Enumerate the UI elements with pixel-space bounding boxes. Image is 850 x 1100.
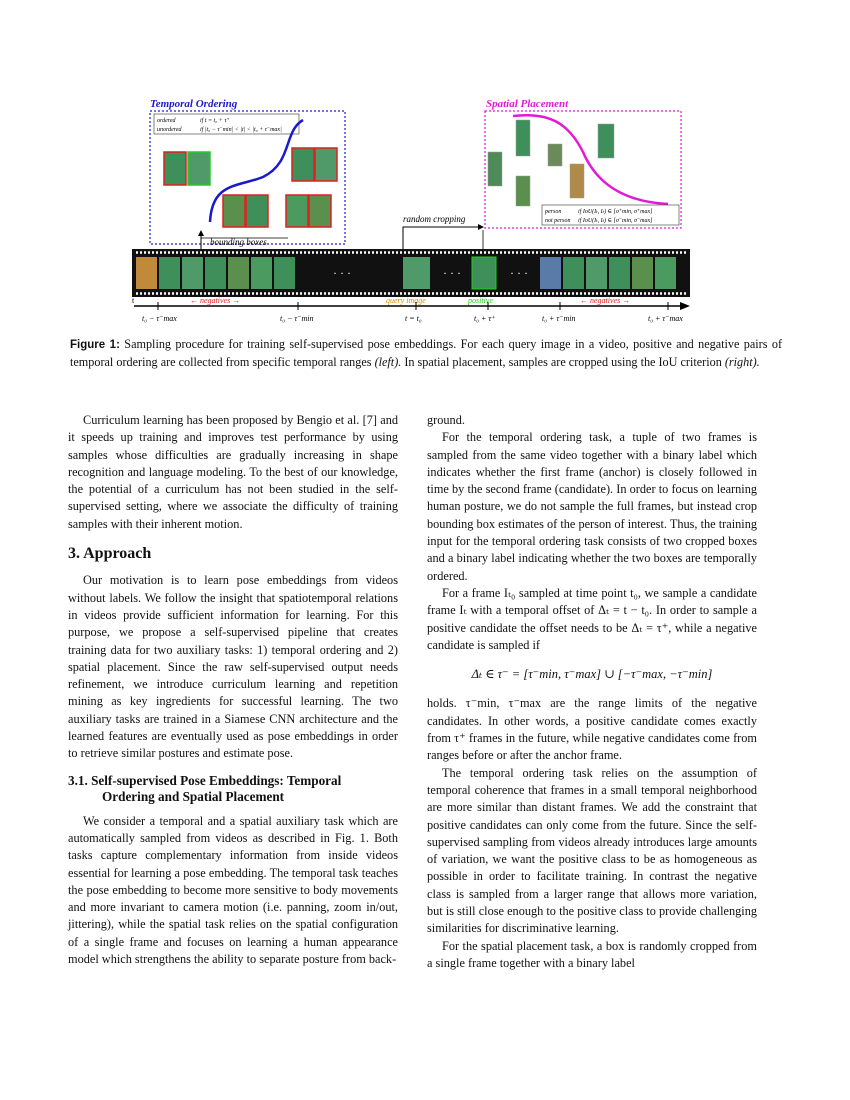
paragraph-range-limits: holds. τ⁻min, τ⁻max are the range limits… <box>427 696 757 763</box>
paragraph-motivation: Our motivation is to learn pose embeddin… <box>68 573 398 761</box>
spatial-title: Spatial Placement <box>486 98 569 110</box>
ordered-label: ordered <box>157 118 177 124</box>
caption-label: Figure 1: <box>70 339 120 351</box>
figure-caption: Figure 1: Sampling procedure for trainin… <box>70 336 782 371</box>
temporal-box <box>149 110 346 245</box>
unordered-cond: if |t₀ − τ⁻min| < |t| < |t₀ + τ⁻max| <box>200 126 282 133</box>
spatial-curve <box>512 113 669 206</box>
bounding-boxes-label: bounding boxes <box>210 237 267 247</box>
paragraph-spatial-task: For the spatial placement task, a box is… <box>427 938 757 970</box>
spatial-legend <box>541 204 680 226</box>
unordered-label: unordered <box>157 127 183 133</box>
tick-1: t₀ − τ⁻max <box>142 314 177 323</box>
paragraph-temporal-task: For the temporal ordering task, a tuple … <box>427 430 757 583</box>
dots-1: · · · <box>333 266 351 280</box>
not-person-label: not person <box>545 218 571 224</box>
caption-left: (left). <box>374 355 402 369</box>
caption-right: (right). <box>724 355 760 369</box>
section-heading-approach: 3. Approach <box>68 545 152 563</box>
person-label: person <box>544 209 561 215</box>
dots-3: · · · <box>510 266 528 280</box>
right-column: ground. For the temporal ordering task, … <box>427 412 757 972</box>
paragraph-frame-sampling: For a frame Iₜ₀ sampled at time point t₀… <box>427 585 757 652</box>
negatives-left: ← negatives → <box>190 296 240 305</box>
temporal-curve <box>208 118 304 223</box>
random-cropping-label: random cropping <box>403 214 466 224</box>
caption-text-a: Sampling procedure for training self-sup… <box>70 337 782 369</box>
paragraph-curriculum: Curriculum learning has been proposed by… <box>68 413 398 531</box>
equation-negative-range: Δₜ ∈ τ⁻ = [τ⁻min, τ⁻max] ∪ [−τ⁻max, −τ⁻m… <box>471 667 713 682</box>
dots-2: · · · <box>443 266 461 280</box>
tick-3: t = t₀ <box>405 314 422 323</box>
figure-1: Temporal Ordering ordered if t = t₀ + τ⁺… <box>128 92 694 332</box>
not-person-cond: if IoU(Iₜ, Iₜ) ∈ [σ⁻min, σ⁻max] <box>578 217 653 224</box>
spatial-thumbnails <box>487 119 615 207</box>
subsection-heading-3-1: 3.1. Self-supervised Pose Embeddings: Te… <box>68 773 398 805</box>
left-column: Curriculum learning has been proposed by… <box>68 412 398 968</box>
paragraph-ground: ground. <box>427 413 465 427</box>
positive-label: positive <box>467 296 493 305</box>
spatial-box <box>484 110 682 229</box>
film-frames <box>136 256 676 290</box>
paragraph-tasks: We consider a temporal and a spatial aux… <box>68 813 398 967</box>
temporal-title: Temporal Ordering <box>150 98 238 110</box>
t-axis-label: t <box>132 296 135 305</box>
temporal-thumbnails <box>163 147 338 228</box>
tick-4: t₀ + τ⁺ <box>474 314 496 323</box>
paragraph-coherence: The temporal ordering task relies on the… <box>427 765 757 936</box>
subsection-heading-line2: Ordering and Spatial Placement <box>102 788 285 804</box>
subsection-heading-line1: 3.1. Self-supervised Pose Embeddings: Te… <box>68 772 342 788</box>
tick-5: t₀ + τ⁻min <box>542 314 576 323</box>
crop-arrow <box>402 226 480 252</box>
negatives-right: ← negatives → <box>580 296 630 305</box>
ordered-cond: if t = t₀ + τ⁺ <box>200 117 230 124</box>
query-image-label: query image <box>386 296 426 305</box>
figure-1-diagram: Temporal Ordering ordered if t = t₀ + τ⁺… <box>132 98 690 323</box>
tick-2: t₀ − τ⁻min <box>280 314 314 323</box>
tick-6: t₀ + τ⁻max <box>648 314 683 323</box>
person-cond: if IoU(Iₜ, Iₜ) ∈ [σ⁺min, σ⁺max] <box>578 208 653 215</box>
caption-text-b: In spatial placement, samples are croppe… <box>401 355 725 369</box>
